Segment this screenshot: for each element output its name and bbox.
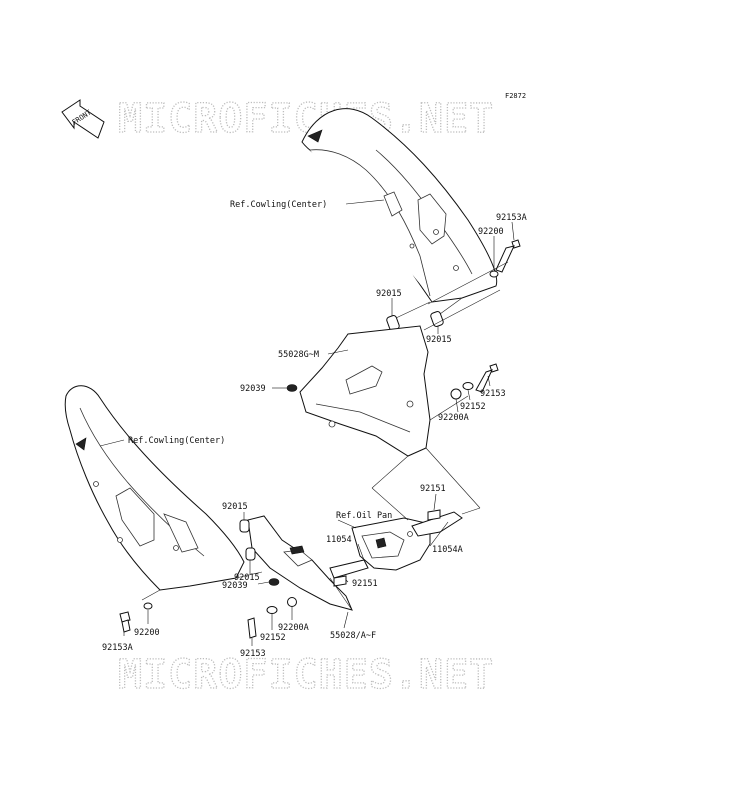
grommet-92200A-right (450, 388, 462, 400)
part-label-92015-lower-b: 92015 (234, 573, 260, 583)
washer-92152-lower (266, 606, 278, 614)
figure-code: F2872 (505, 92, 526, 100)
part-label-92200A-right: 92200A (438, 413, 469, 423)
part-label-92152-lower: 92152 (260, 633, 286, 643)
part-label-11054: 11054 (326, 535, 352, 545)
part-label-92015-upper-b: 92015 (426, 335, 452, 345)
bolt-92153A-lower (119, 611, 131, 633)
grommet-92200A-lower (287, 597, 297, 607)
washer-92200-upper (489, 270, 499, 278)
part-label-92039-left: 92039 (222, 581, 248, 591)
ref-oil-pan: Ref.Oil Pan (336, 511, 392, 521)
part-label-92153A-lower: 92153A (102, 643, 133, 653)
lower-cowling-center-left (64, 385, 263, 601)
leader-lines (99, 199, 515, 646)
spacer-92015-lower-b (245, 547, 256, 561)
washer-92152-right (462, 382, 474, 390)
part-label-92015-upper-a: 92015 (376, 289, 402, 299)
watermark-top: MICROFICHES.NET (118, 96, 494, 142)
part-label-92153-lower: 92153 (240, 649, 266, 659)
ref-cowling-center-lower: Ref.Cowling(Center) (128, 436, 225, 446)
bracket-11054A (411, 511, 463, 537)
clip-92039-right (286, 384, 298, 392)
part-label-92152-right: 92152 (460, 402, 486, 412)
bolt-92153A-upper (495, 239, 521, 273)
washer-92200-lower (143, 602, 153, 610)
lower-cowl-right (299, 325, 431, 457)
lower-cowl-left-piece (247, 515, 353, 611)
part-label-55028-A-F: 55028/A~F (330, 631, 376, 641)
part-label-92153-right: 92153 (480, 389, 506, 399)
part-label-92200-upper: 92200 (478, 227, 504, 237)
part-label-92200A-lower: 92200A (278, 623, 309, 633)
part-label-92015-lower-a: 92015 (222, 502, 248, 512)
part-label-92153A-upper: 92153A (496, 213, 527, 223)
part-label-92039-right: 92039 (240, 384, 266, 394)
ref-cowling-center-upper: Ref.Cowling(Center) (230, 200, 327, 210)
part-label-11054A: 11054A (432, 545, 463, 555)
part-label-92151-lower: 92151 (352, 579, 378, 589)
bolt-92151-lower (333, 575, 347, 587)
spacer-92015-upper-right (430, 311, 444, 327)
bracket-11054 (329, 559, 369, 579)
spacer-92015-lower-a (239, 519, 250, 533)
oil-pan-reference (351, 517, 431, 571)
watermark-bottom: MICROFICHES.NET (118, 652, 494, 698)
clip-92039-left (268, 578, 280, 586)
bolt-92153-right (475, 363, 499, 393)
part-label-55028G-M: 55028G~M (278, 350, 319, 360)
bolt-92153-lower (247, 617, 257, 639)
front-arrow-icon: FRONT (61, 99, 105, 139)
upper-cowling-center (301, 108, 498, 319)
part-label-92151-upper: 92151 (420, 484, 446, 494)
part-label-92200-lower: 92200 (134, 628, 160, 638)
bolt-92151-upper (427, 509, 441, 521)
